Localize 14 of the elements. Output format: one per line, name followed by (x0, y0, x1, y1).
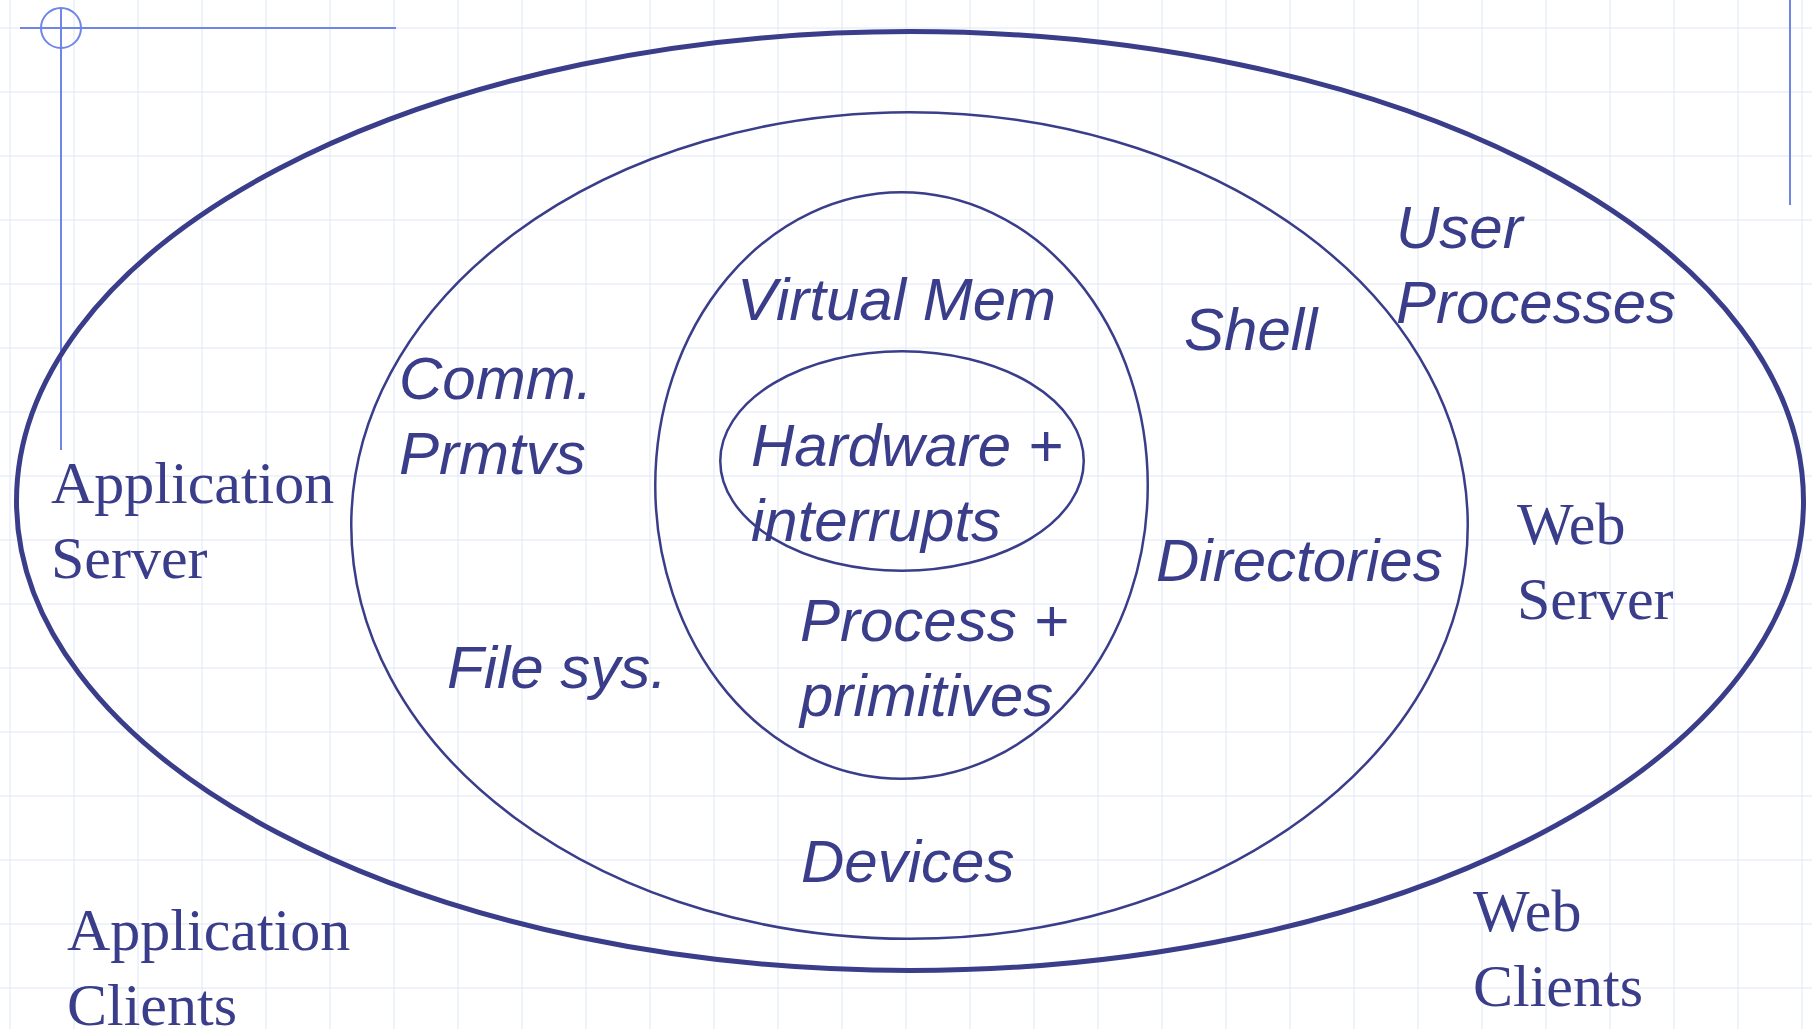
client-label: Application Clients (67, 896, 352, 1029)
layer-label: User Processes (1396, 193, 1678, 338)
layer-label: Virtual Mem (737, 265, 1057, 335)
layer-label: Shell (1184, 295, 1320, 365)
layer-label: Comm. Prmtvs (399, 344, 594, 489)
core-ellipse (719, 350, 1085, 572)
layer-label: Hardware + interrupts (751, 411, 1064, 556)
layer-label: Application Server (51, 449, 336, 593)
layer-label: Web Server (1517, 490, 1675, 634)
layer-label: File sys. (447, 633, 669, 703)
client-label: Web Clients (1473, 877, 1644, 1021)
layer-label: Process + primitives (800, 586, 1070, 731)
layer-label: Devices (801, 827, 1016, 897)
layer-label: Directories (1156, 526, 1444, 596)
